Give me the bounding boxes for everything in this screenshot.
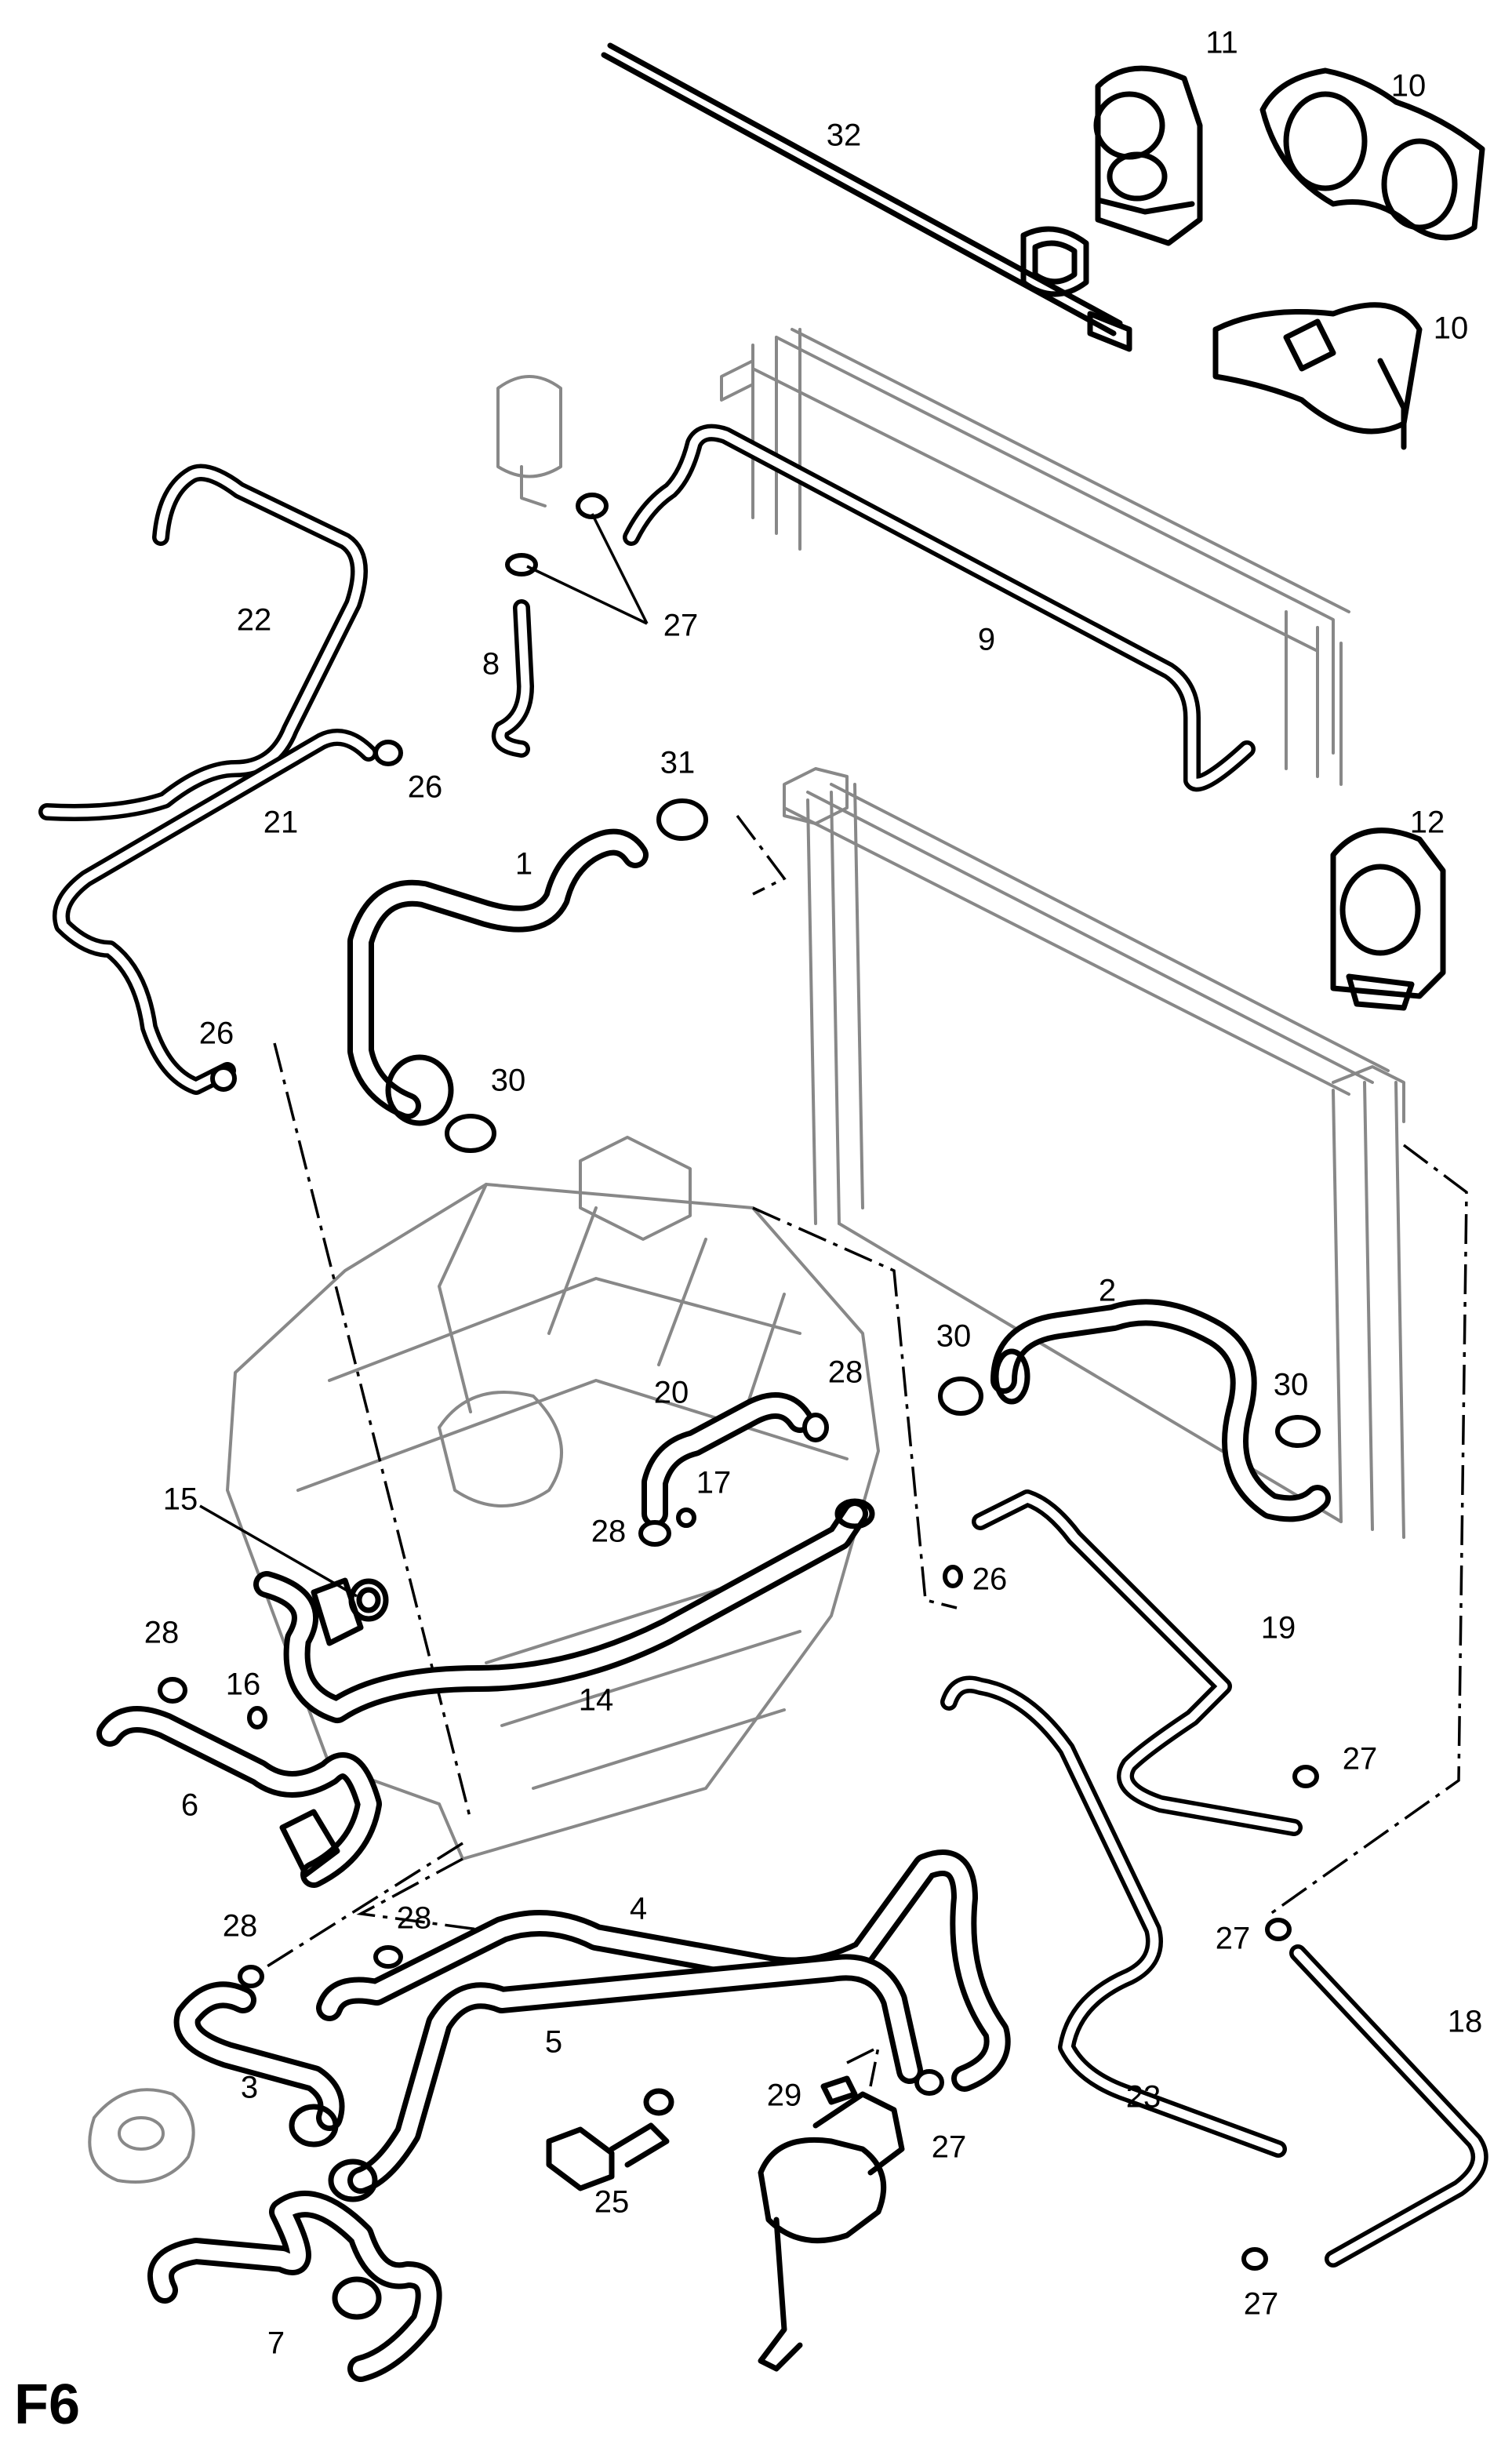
part-10-double-hose-clip <box>1259 67 1485 241</box>
clamp-27-right <box>1292 1765 1319 1788</box>
upper-radiator-outline <box>720 328 1350 786</box>
callout-28-bottom-mid: 28 <box>397 1901 432 1936</box>
callout-7: 7 <box>267 2326 285 2361</box>
clamp-16 <box>247 1706 267 1729</box>
callout-27-upper: 27 <box>663 609 699 643</box>
callout-30-right: 30 <box>1274 1368 1309 1402</box>
expansion-tank-sketch <box>496 375 562 507</box>
part-15-gasket <box>311 1577 389 1646</box>
callout-14: 14 <box>579 1683 614 1718</box>
callout-5: 5 <box>545 2025 562 2060</box>
clamp-26-top <box>373 740 403 766</box>
part-20-hose <box>642 1392 813 1527</box>
clamp-27-upper <box>576 493 609 519</box>
part-14-hose <box>253 1498 875 1723</box>
callout-27-bottom-right: 27 <box>1244 2287 1279 2322</box>
callout-30-upper: 30 <box>491 1064 526 1098</box>
auxiliary-pump-sketch <box>758 2091 905 2372</box>
part-7-hose <box>147 2191 442 2382</box>
lower-radiator-outline <box>783 767 1405 1539</box>
callout-23: 23 <box>1126 2080 1161 2115</box>
clamp-17 <box>676 1507 696 1528</box>
callout-31: 31 <box>660 746 696 780</box>
hose-clamps <box>158 493 1321 2271</box>
callout-20: 20 <box>654 1376 689 1410</box>
part-12-hose-clip <box>1330 827 1446 1011</box>
callout-29: 29 <box>767 2078 802 2113</box>
part-25-sensor <box>546 2088 674 2191</box>
callout-17: 17 <box>696 1466 732 1500</box>
part-32-cable-tie <box>601 42 1132 352</box>
part-18-hose <box>1289 1944 1488 2268</box>
callout-1: 1 <box>515 847 532 882</box>
callout-25: 25 <box>594 2185 630 2220</box>
part-5-hose <box>328 1954 923 2202</box>
callout-12: 12 <box>1410 806 1445 840</box>
callout-9: 9 <box>978 623 995 657</box>
callout-15: 15 <box>163 1482 198 1517</box>
part-11-bracket-clip <box>1212 302 1423 450</box>
clamp-26-left <box>210 1065 237 1092</box>
clamp-26-right <box>943 1565 963 1588</box>
callout-28-bottom-left: 28 <box>223 1909 258 1944</box>
part-29-valve <box>820 2075 858 2105</box>
clamp-28-bottom-left <box>238 1965 264 1988</box>
callout-26-top: 26 <box>408 770 443 805</box>
part-3-hose <box>173 1981 345 2148</box>
clamp-28-bottom-mid <box>373 1945 403 1969</box>
callout-28-left: 28 <box>144 1616 180 1650</box>
callout-26-right: 26 <box>972 1562 1008 1597</box>
part-21-hose <box>53 729 377 1095</box>
callout-21: 21 <box>264 806 299 840</box>
callout-32: 32 <box>827 118 862 153</box>
part-23-hose <box>940 1675 1287 2158</box>
callout-28-right: 28 <box>828 1355 863 1390</box>
callout-27-right: 27 <box>1343 1742 1378 1777</box>
callout-27-bottom: 27 <box>932 2130 967 2165</box>
clamp-30-left <box>938 1377 983 1416</box>
callout-8: 8 <box>482 647 500 682</box>
clamp-27-bottom-right <box>1241 2247 1268 2271</box>
clamp-28-mid <box>638 1520 671 1547</box>
callout-28-mid: 28 <box>591 1515 627 1549</box>
clamp-30-right <box>1275 1415 1321 1448</box>
clamp-31 <box>656 798 708 841</box>
callout-6: 6 <box>181 1788 198 1823</box>
leader-lines <box>199 513 649 1598</box>
part-13-hose-clip <box>1093 65 1203 246</box>
callout-13: 11 <box>1205 26 1238 60</box>
part-22-hose <box>38 464 368 821</box>
thermostat-housing-sketch <box>88 2088 195 2184</box>
callout-labels: 11 10 32 10 22 27 9 8 26 31 21 12 1 26 3… <box>144 26 1483 2361</box>
part-9-overflow-pipe <box>623 424 1256 792</box>
part-8-hose <box>491 599 534 758</box>
figure-code: F6 <box>14 2373 80 2436</box>
clamp-27-bottom <box>914 2069 944 2096</box>
callout-27-lower-right: 27 <box>1216 1922 1251 1956</box>
callout-26-left: 26 <box>199 1017 234 1051</box>
callout-3: 3 <box>241 2071 258 2105</box>
clamp-27-lower-right <box>1265 1918 1292 1941</box>
clamp-30-upper <box>445 1114 496 1153</box>
callout-30-left: 30 <box>936 1319 972 1354</box>
callout-11: 10 <box>1434 311 1469 346</box>
callout-4: 4 <box>630 1892 647 1926</box>
clamp-27-lower <box>505 553 538 576</box>
callout-18: 18 <box>1448 2005 1483 2039</box>
part-4-hose <box>316 1849 1011 2092</box>
part-19-hose <box>972 1489 1303 1836</box>
callout-19: 19 <box>1261 1611 1296 1646</box>
clamp-28-left <box>158 1677 187 1704</box>
callout-16: 16 <box>226 1668 261 1702</box>
callout-10: 10 <box>1391 69 1427 104</box>
clamp-28-right <box>802 1413 829 1442</box>
callout-22: 22 <box>237 603 272 638</box>
part-2-lower-radiator-hose <box>990 1299 1331 1522</box>
part-1-upper-radiator-hose <box>347 828 649 1126</box>
callout-2: 2 <box>1099 1274 1116 1308</box>
part-6-hose <box>96 1706 382 1888</box>
